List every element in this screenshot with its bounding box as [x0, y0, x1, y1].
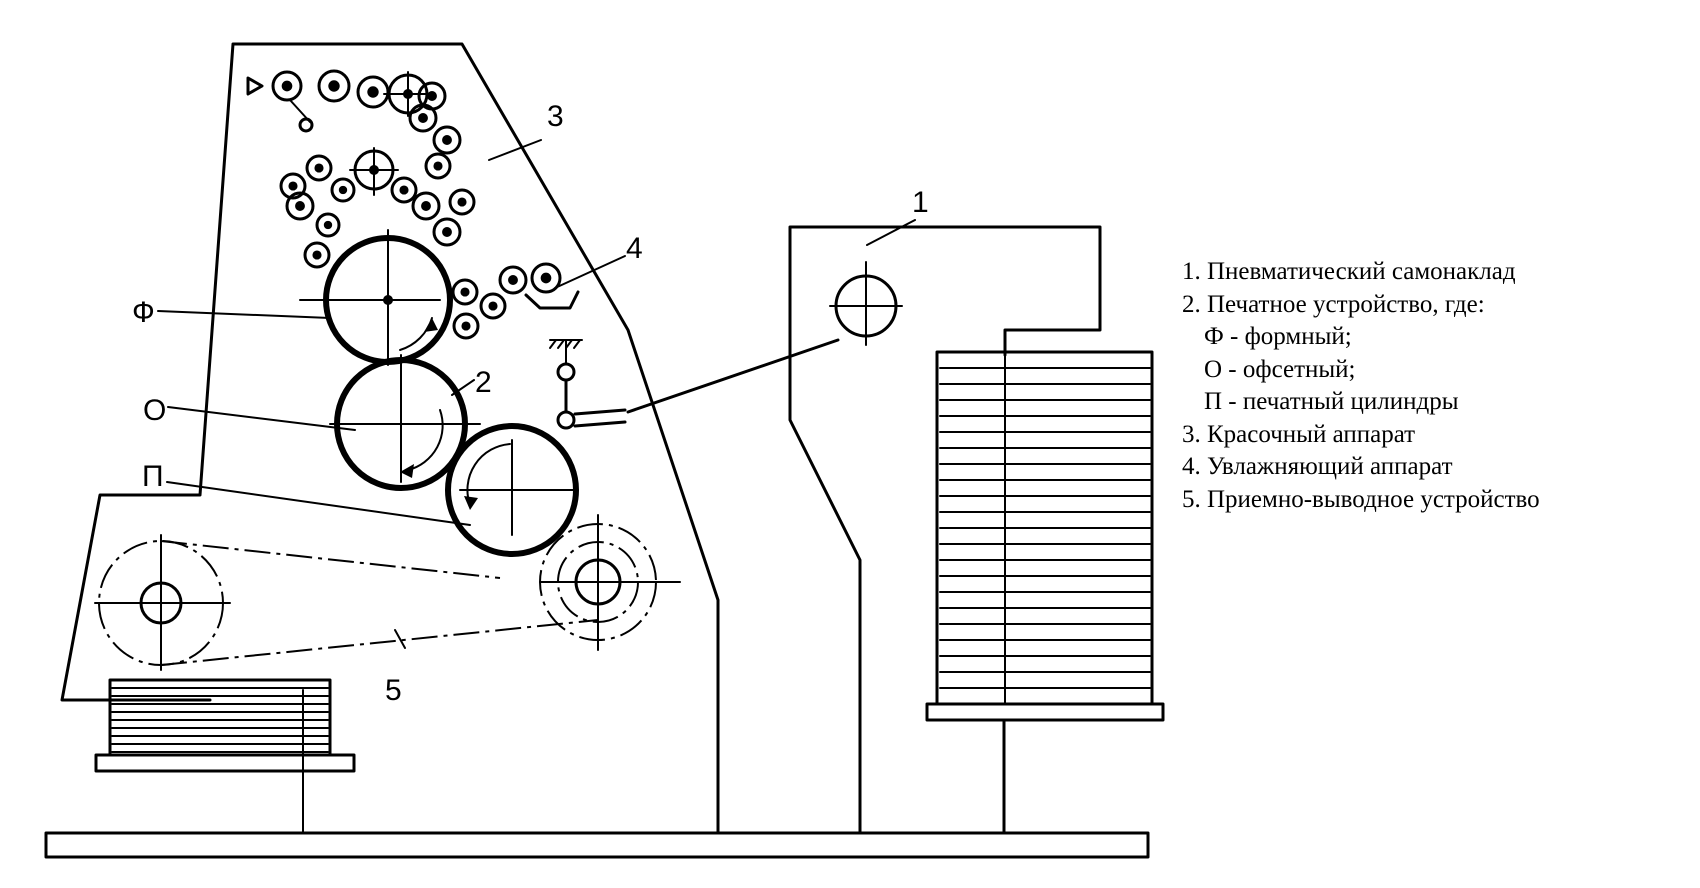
legend-item: 4. Увлажняющий аппарат: [1182, 453, 1453, 480]
label-2: 2: [475, 366, 492, 399]
roller-train: [271, 69, 562, 340]
roller: [317, 69, 351, 103]
roller: [424, 152, 452, 180]
roller: [315, 212, 341, 238]
ink-drum-middle: [349, 147, 399, 196]
legend-item: П - печатный цилиндры: [1204, 388, 1459, 415]
delivery-chain: [94, 514, 681, 671]
roller: [305, 154, 333, 182]
legend-item: 5. Приемно-выводное устройство: [1182, 485, 1540, 513]
suction-head: [549, 339, 627, 430]
label-f: Ф: [132, 296, 155, 329]
label-1: 1: [912, 186, 929, 219]
roller: [411, 191, 441, 221]
offset-cylinder: [329, 354, 481, 491]
feeder-cylinder: [829, 261, 903, 346]
roller: [448, 188, 476, 216]
roller: [432, 125, 462, 155]
ink-drum-top: [383, 71, 433, 117]
roller: [408, 103, 438, 133]
label-o: О: [143, 394, 166, 427]
feed-line: [626, 338, 840, 414]
roller: [356, 75, 390, 109]
legend-item: О - офсетный;: [1204, 355, 1356, 383]
leader-lines: [157, 139, 916, 649]
label-3: 3: [547, 100, 564, 133]
plate-cylinder: [299, 229, 453, 366]
roller: [451, 278, 479, 306]
roller: [285, 191, 315, 221]
feeder-frame: [788, 225, 1102, 835]
roller: [330, 177, 356, 203]
legend-item: 3. Красочный аппарат: [1182, 420, 1416, 448]
delivery-pile: [94, 678, 356, 834]
roller: [279, 172, 307, 200]
base-plate: [44, 831, 1150, 859]
roller: [303, 241, 331, 269]
legend-item: Ф - формный;: [1204, 323, 1352, 350]
ink-fountain: [246, 76, 314, 133]
legend-item: 1. Пневматический самонаклад: [1182, 258, 1516, 285]
label-p: П: [142, 460, 164, 493]
water-fountain: [524, 290, 580, 310]
roller: [498, 265, 528, 295]
roller: [452, 312, 480, 340]
roller: [390, 176, 418, 204]
roller: [432, 217, 462, 247]
legend-item: 2. Печатное устройство, где:: [1182, 290, 1485, 318]
roller: [271, 70, 303, 102]
impression-cylinder: [445, 423, 579, 557]
label-5: 5: [385, 674, 402, 707]
feeder-pile: [925, 339, 1165, 835]
roller: [530, 262, 562, 294]
legend: 1. Пневматический самонаклад 2. Печатное…: [1182, 256, 1540, 516]
roller: [479, 292, 507, 320]
label-4: 4: [626, 232, 643, 265]
